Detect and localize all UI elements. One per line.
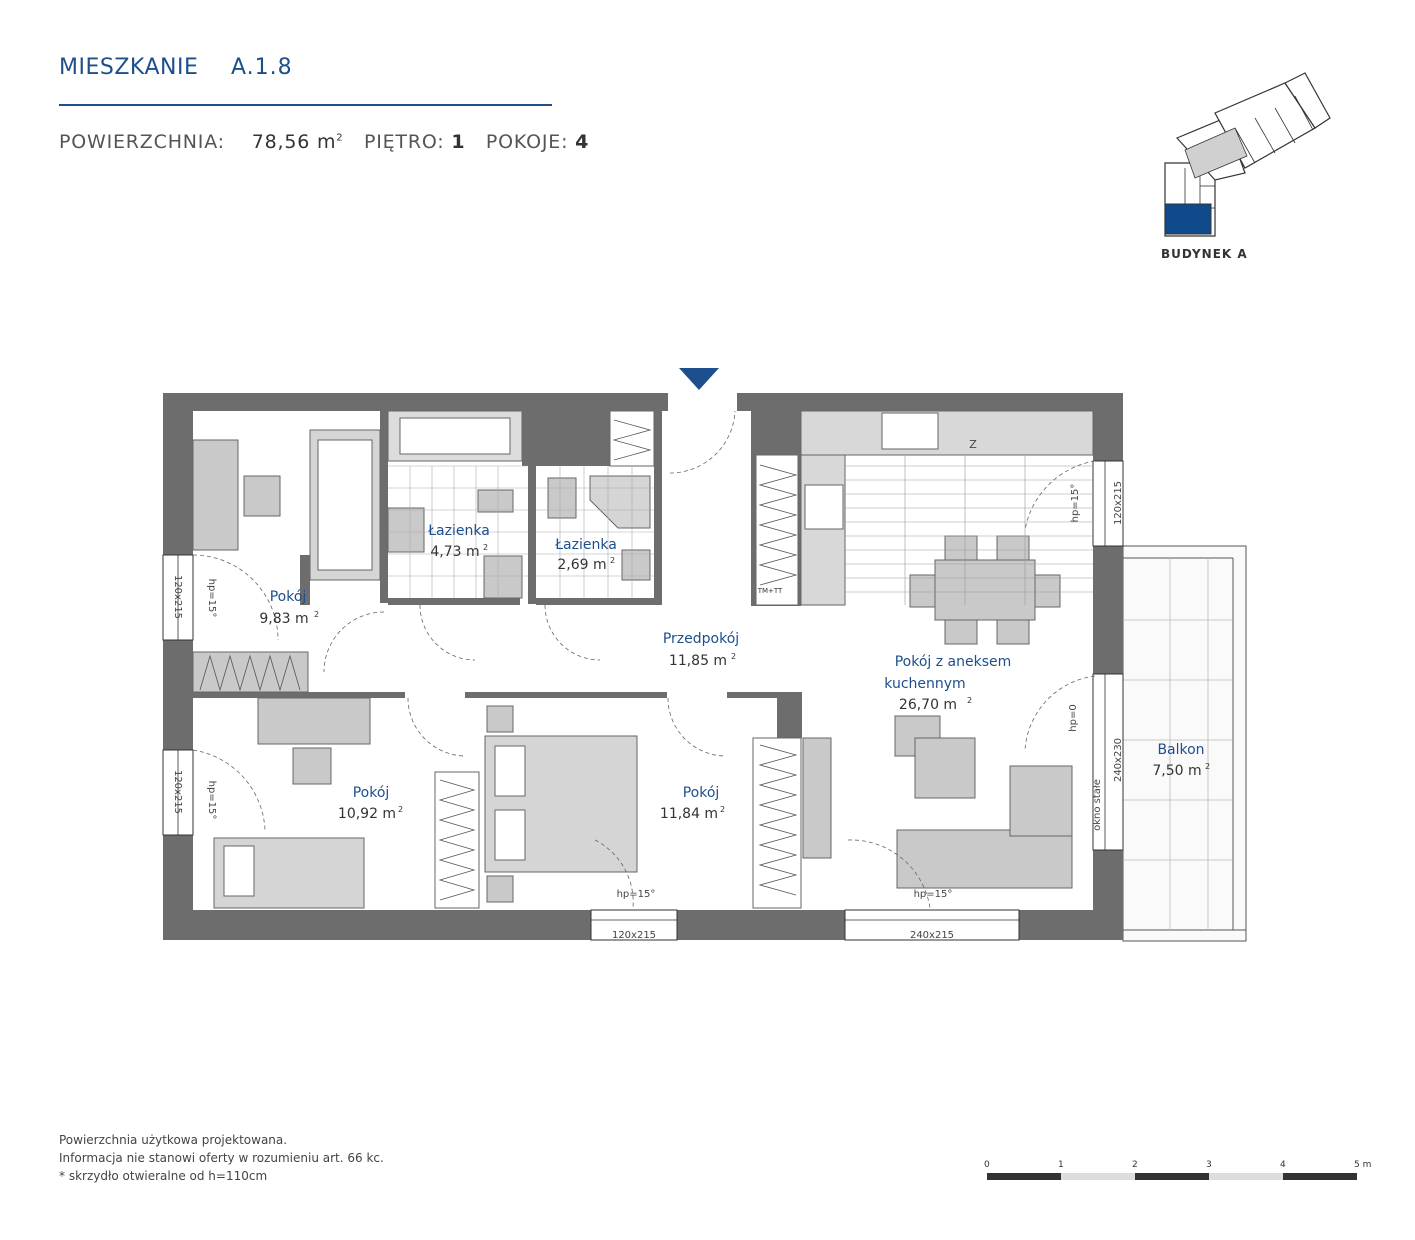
room-2-sup: 2 <box>398 805 403 814</box>
bathroom-2-sup: 2 <box>610 556 615 565</box>
hp-zero-label: hp=0 <box>1068 704 1079 731</box>
balcony <box>1122 545 1247 942</box>
balcony-area: 7,50 m <box>1152 763 1201 779</box>
building-label: BUDYNEK A <box>1161 247 1248 261</box>
hp-label-5: hp=15° <box>1070 484 1081 523</box>
bathroom-1-name: Łazienka <box>427 523 490 539</box>
window-2-dim: 120x215 <box>172 770 183 814</box>
scale-tick-4: 4 <box>1280 1160 1286 1170</box>
floor-label: PIĘTRO: <box>363 131 445 153</box>
tm-tt-label: TM+TT <box>757 587 783 595</box>
hall-name: Przedpokój <box>663 631 739 647</box>
fixed-window-label: okno stałe <box>1092 779 1103 831</box>
room-1-name: Pokój <box>270 589 307 605</box>
hall-area: 11,85 m <box>669 653 727 669</box>
scale-tick-2: 2 <box>1132 1160 1138 1170</box>
bathroom-2-name: Łazienka <box>554 537 617 553</box>
living-name: Pokój z aneksem <box>895 654 1012 670</box>
hall-sup: 2 <box>731 652 736 661</box>
scale-tick-0: 0 <box>984 1160 990 1170</box>
room-labels: Pokój 9,83 m Łazienka 4,73 m Łazienka 2,… <box>259 523 1204 822</box>
dimension-labels: 120x215 120x215 120x215 120x215 240x215 … <box>172 438 1124 941</box>
outer-walls <box>163 393 1123 940</box>
note-1: Powierzchnia użytkowa projektowana. <box>59 1133 288 1147</box>
window-3-dim: 120x215 <box>612 930 656 941</box>
bathroom-2-area: 2,69 m <box>557 557 606 573</box>
hp-label-3: hp=15° <box>617 889 656 900</box>
room-area-superscripts: 2 2 2 2 2 2 2 2 <box>314 543 1210 814</box>
window-1-dim: 120x215 <box>172 575 183 619</box>
hp-label-4: hp=15° <box>914 889 953 900</box>
note-2: Informacja nie stanowi oferty w rozumien… <box>59 1151 384 1165</box>
room-3-sup: 2 <box>720 805 725 814</box>
bathroom-1-area: 4,73 m <box>430 544 479 560</box>
area-value-text: 78,56 m <box>251 131 337 153</box>
furniture <box>192 410 1094 909</box>
hp-label-1: hp=15° <box>206 579 217 618</box>
living-area: 26,70 m <box>899 697 957 713</box>
window-6-dim: 240x230 <box>1113 738 1124 782</box>
note-3: * skrzydło otwieralne od h=110cm <box>59 1169 268 1183</box>
z-label: Z <box>969 438 977 451</box>
area-label: POWIERZCHNIA: <box>59 131 225 153</box>
floor-value: 1 <box>451 131 466 153</box>
building-key-plan <box>1164 72 1331 237</box>
room-2-area: 10,92 m <box>338 806 396 822</box>
scale-bar: 0 1 2 3 4 5 m <box>984 1160 1371 1180</box>
apartment-info: POWIERZCHNIA: 78,56 m2 PIĘTRO: 1 POKOJE:… <box>59 131 589 153</box>
title-underline <box>59 104 552 106</box>
room-3-area: 11,84 m <box>660 806 718 822</box>
scale-tick-3: 3 <box>1206 1160 1212 1170</box>
hp-label-2: hp=15° <box>206 781 217 820</box>
title-label: MIESZKANIE <box>59 55 199 80</box>
window-4-dim: 120x215 <box>1113 481 1124 525</box>
rooms-value: 4 <box>575 131 590 153</box>
area-value: 78,56 m2 <box>252 131 344 153</box>
window-5-dim: 240x215 <box>910 930 954 941</box>
apartment-code: A.1.8 <box>231 55 293 80</box>
key-block-end <box>1284 72 1331 129</box>
room-1-sup: 2 <box>314 610 319 619</box>
key-apartment-highlight <box>1164 203 1212 235</box>
room-3-name: Pokój <box>683 785 720 801</box>
rooms-label: POKOJE: <box>485 131 569 153</box>
room-1-area: 9,83 m <box>259 611 308 627</box>
scale-tick-1: 1 <box>1058 1160 1064 1170</box>
entrance-arrow-icon <box>679 368 719 390</box>
bathroom-1-sup: 2 <box>483 543 488 552</box>
area-unit-sup: 2 <box>336 132 344 144</box>
scale-tick-5: 5 m <box>1354 1160 1371 1170</box>
room-2-name: Pokój <box>353 785 390 801</box>
living-sup: 2 <box>967 696 972 705</box>
footer-notes: Powierzchnia użytkowa projektowana. Info… <box>59 1131 384 1185</box>
living-name-2: kuchennym <box>884 676 965 692</box>
balcony-name: Balkon <box>1157 742 1204 758</box>
balcony-sup: 2 <box>1205 762 1210 771</box>
